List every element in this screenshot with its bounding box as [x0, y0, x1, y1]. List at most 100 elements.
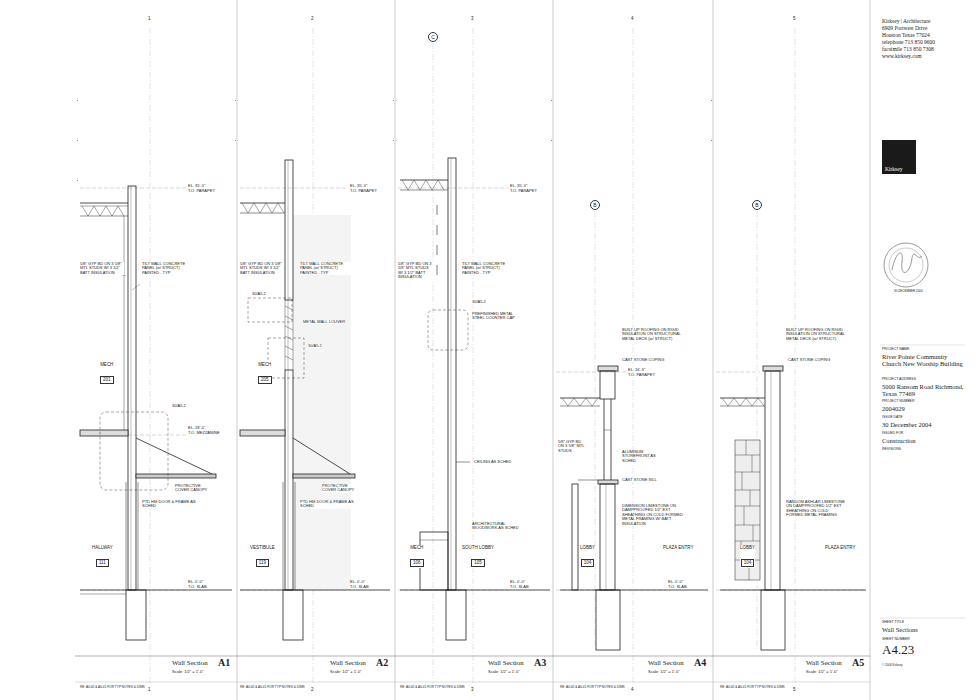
room-name: LOBBY	[580, 545, 595, 550]
note-text: ALUMINUM STOREFRONT AS SCHED	[622, 450, 667, 463]
drawing-line	[735, 541, 760, 542]
drawing-line	[716, 372, 760, 373]
drawing-line	[131, 186, 132, 590]
room-tag: LOBBY104	[740, 545, 755, 568]
drawing-line	[611, 399, 612, 480]
drawing-line	[763, 366, 783, 371]
title-text: Wall Section	[172, 660, 208, 668]
room-number: 105	[471, 559, 485, 567]
drawing-line	[393, 140, 394, 141]
drawing-line	[451, 158, 452, 590]
room-tag: LOBBY104	[580, 545, 595, 568]
note-text: SHEET NUMBER	[882, 638, 910, 642]
note-text: BUILT UP ROOFING ON RIGID INSULATION ON …	[786, 328, 846, 341]
drawing-line	[752, 455, 753, 472]
room-name: MECH	[258, 362, 272, 367]
note-text: T.O. PARAPET	[628, 373, 655, 377]
drawing-line	[600, 484, 615, 590]
title-text: Wall Section	[648, 660, 684, 668]
note-text: 2	[311, 687, 314, 692]
drawing-line	[560, 590, 708, 591]
drawing-line	[293, 300, 294, 370]
note-text: T.O. SLAB	[510, 585, 529, 589]
drawing-line	[283, 590, 303, 640]
note-text: T.O. SLAB	[188, 585, 207, 589]
grid-bubble: C	[428, 32, 438, 42]
grid-bubble: B	[752, 200, 762, 210]
drawing-line	[735, 440, 760, 580]
note-text: PREFINISHED METAL STEEL COUNTER CAP	[472, 312, 520, 321]
note-text: EL. 18'-0"	[188, 426, 205, 430]
note-text: EL. 35'-0"	[350, 184, 367, 188]
room-number: 119	[256, 559, 269, 567]
drawing-line	[285, 370, 293, 590]
title-text: telephone 713 850 9600	[882, 39, 935, 45]
drawing-line	[420, 540, 448, 541]
title-text: facsimile 713 850 7308	[882, 46, 934, 52]
note-text: Scale: 1/2" = 1'-0"	[330, 670, 362, 674]
drawing-line	[126, 590, 146, 640]
drawing-line	[746, 440, 747, 455]
note-text: Scale: 1/2" = 1'-0"	[488, 670, 520, 674]
note-text: 5/8" GYP BD ON 3 5/8" MTL STUDS W/ 3 1/2…	[240, 262, 282, 275]
drawing-line	[400, 190, 448, 191]
drawing-line	[551, 100, 552, 101]
note-text: PROJECT NAME	[882, 348, 909, 352]
drawing-line	[880, 618, 965, 619]
section-number: A4.23	[882, 643, 914, 658]
room-name: VESTIBULE	[250, 545, 275, 550]
note-text: 2	[311, 16, 314, 21]
note-text: TILT WALL CONCRETE PANEL (w/ STRUCT) PAI…	[300, 262, 355, 275]
note-text: RE: A0.40 & A0.41 FOR TYP NOTES & DIMS	[240, 686, 305, 690]
grid-ticks	[77, 100, 712, 181]
drawing-line	[285, 356, 293, 360]
section-a5	[720, 366, 866, 650]
note-text: CAST STONE COPING	[622, 358, 664, 362]
note-text: DIMENSION LIMESTONE ON DAMPPROOFED 1/2" …	[622, 504, 684, 526]
note-text: PLAZA ENTRY	[825, 545, 855, 550]
note-text: CAST STONE SILL	[622, 478, 657, 482]
drawing-line	[720, 406, 765, 407]
note-text: TILT WALL CONCRETE PANEL (w/ STRUCT) PAI…	[142, 262, 197, 275]
note-text: CAST STONE COPING	[788, 358, 830, 362]
drawing-line	[553, 0, 554, 700]
drawing-line	[598, 366, 618, 371]
drawing-line	[293, 438, 350, 474]
title-text: Wall Sections	[882, 626, 918, 633]
note-text: Scale: 1/2" = 1'-0"	[806, 670, 838, 674]
title-text: Kirksey | Architecture	[882, 18, 930, 24]
drawing-line	[437, 245, 438, 255]
note-text: 5/8" GYP BD ON 3 5/8" MTL STUDS W/ 3 1/2…	[398, 262, 434, 280]
note-text: ARCHITECTURAL WOODWORK AS SCHED	[472, 522, 522, 531]
drawing-line	[150, 28, 151, 684]
drawing-line	[711, 140, 712, 141]
title-text: Wall Section	[330, 660, 366, 668]
room-name: MECH	[100, 362, 114, 367]
note-text: Scale: 1/2" = 1'-0"	[648, 670, 680, 674]
drawing-line	[235, 100, 236, 101]
note-text: EL. 0'-0"	[510, 580, 525, 584]
drawing-line	[80, 206, 128, 207]
drawing-line	[596, 590, 620, 650]
note-text: RE: A0.40 & A0.41 FOR TYP NOTES & DIMS	[720, 686, 785, 690]
drawing-line	[771, 371, 772, 590]
drawing-line	[757, 211, 758, 650]
drawing-line	[393, 100, 394, 101]
section-number: A5	[852, 657, 864, 668]
note-text: RANDOM ASHLAR LIMESTONE ON DAMPPROOFED 1…	[786, 500, 846, 518]
drawing-line	[433, 43, 434, 684]
title-text: 5000 Ransom Road Richmond, Texas 77469	[882, 383, 964, 398]
drawing-line	[720, 590, 866, 591]
drawing-line	[428, 310, 468, 350]
drawing-line	[880, 345, 965, 346]
drawing-line	[884, 243, 928, 287]
note-text: 3	[471, 16, 474, 21]
drawing-line	[437, 205, 438, 215]
title-text: 2004029	[882, 405, 905, 412]
drawing-line	[633, 28, 634, 684]
drawing-line	[892, 253, 922, 273]
note-text: PTD HM DOOR & FRAME AS SCHED	[142, 500, 202, 509]
drawing-line	[295, 482, 296, 590]
room-tag: MECH106	[410, 545, 424, 568]
note-text: EL. 0'-0"	[668, 580, 683, 584]
